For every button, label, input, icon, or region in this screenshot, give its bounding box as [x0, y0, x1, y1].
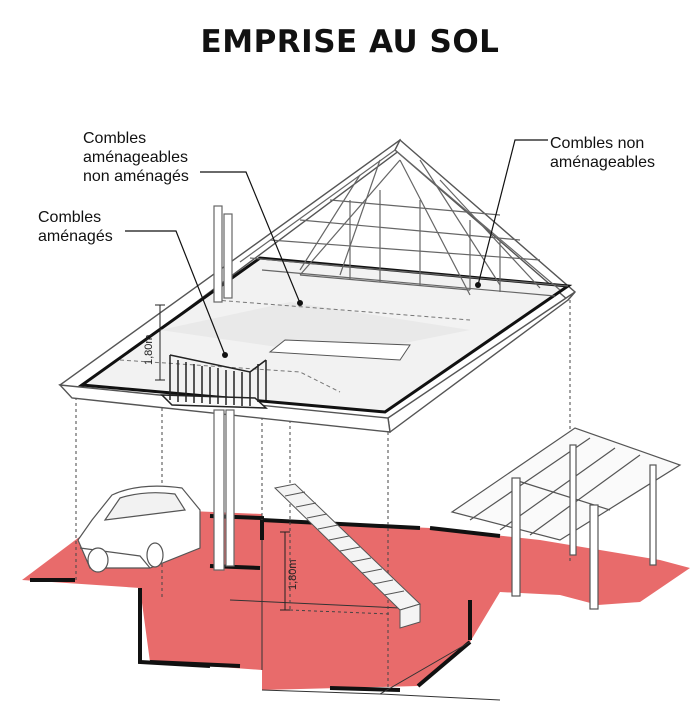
car	[77, 485, 201, 573]
label-line: aménageables	[83, 149, 188, 166]
label-combles-non-amenageables: Combles non aménageables	[550, 134, 655, 172]
label-line: Combles	[83, 130, 147, 147]
interior-lines	[229, 540, 501, 701]
label-line: Combles non	[550, 135, 645, 152]
diagram-title: EMPRISE AU SOL	[200, 24, 500, 60]
label-line: aménageables	[550, 154, 655, 171]
pergola	[450, 427, 682, 610]
attic-floor	[77, 256, 573, 414]
label-combles-amenageables-non-amenages: Combles aménageables non aménagés	[83, 129, 189, 186]
label-line: aménagés	[38, 228, 113, 245]
label-combles-amenages: Combles aménagés	[38, 208, 113, 246]
ground-footprint	[22, 508, 690, 690]
chimney	[213, 205, 235, 571]
label-line: non aménagés	[83, 168, 189, 185]
roof-trusses	[239, 149, 569, 297]
attic-height-label: 1,80m	[143, 334, 155, 365]
leader-dots	[222, 282, 481, 358]
label-line: Combles	[38, 209, 102, 226]
dimension-marks	[155, 304, 290, 611]
leader-lines	[125, 139, 548, 356]
ground-height-label: 1,80m	[287, 559, 299, 590]
staircase	[273, 483, 421, 629]
mezzanine-railing	[160, 354, 269, 409]
